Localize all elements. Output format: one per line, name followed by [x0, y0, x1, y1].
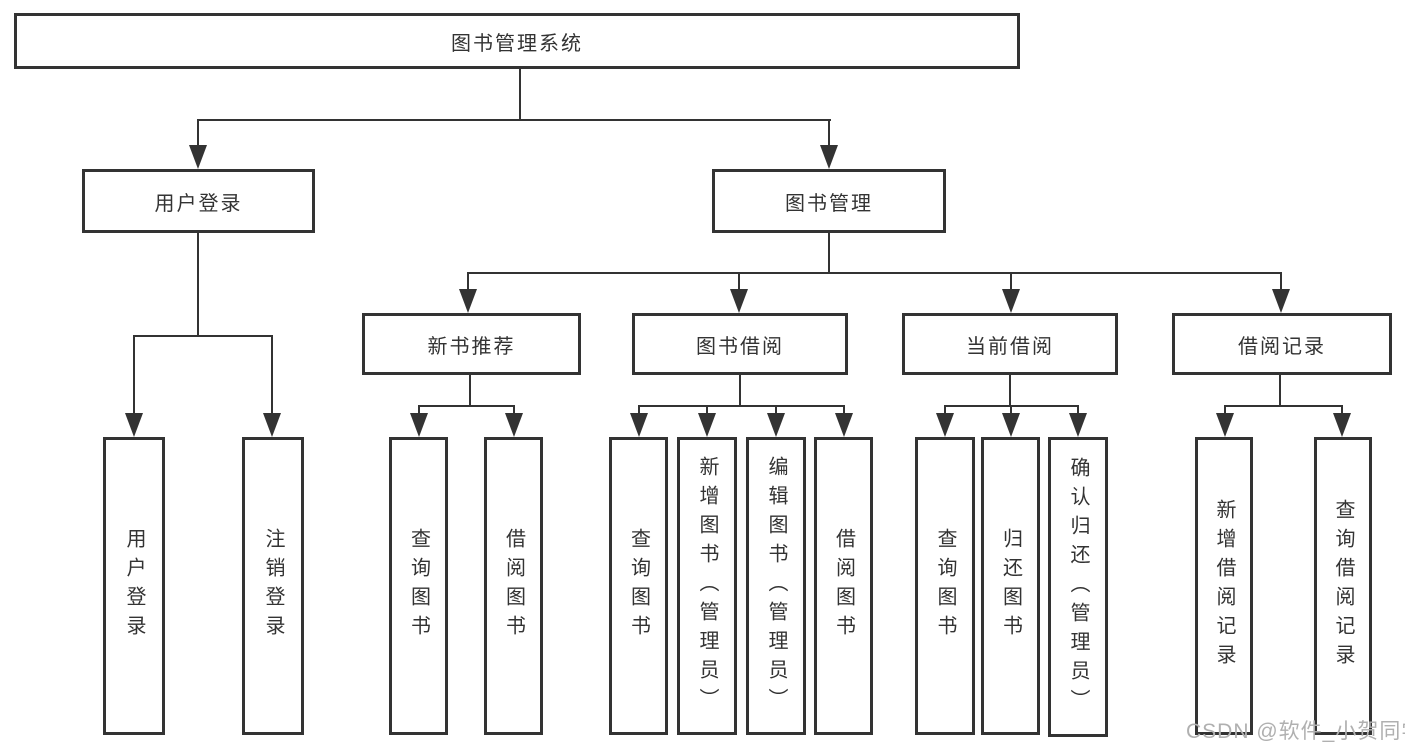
arrowhead-icon	[1069, 413, 1087, 437]
connector-current-borrow-stem	[1009, 375, 1011, 407]
arrowhead-icon	[1002, 413, 1020, 437]
arrowhead-icon	[1216, 413, 1234, 437]
connector-arrow-stem	[197, 119, 199, 147]
node-new-book-recommend: 新书推荐	[362, 313, 581, 375]
arrowhead-icon	[410, 413, 428, 437]
arrowhead-icon	[730, 289, 748, 313]
connector-arrow-stem	[1341, 405, 1343, 415]
node-current-borrowing: 当前借阅	[902, 313, 1118, 375]
connector-arrow-stem	[513, 405, 515, 415]
node-query-books-borrowing: 查询图书	[609, 437, 668, 735]
arrowhead-icon	[835, 413, 853, 437]
arrowhead-icon	[767, 413, 785, 437]
connector-arrow-stem	[1010, 272, 1012, 291]
node-user-login: 用户登录	[82, 169, 315, 233]
arrowhead-icon	[1002, 289, 1020, 313]
node-root: 图书管理系统	[14, 13, 1020, 69]
arrowhead-icon	[698, 413, 716, 437]
node-query-borrow-record: 查询借阅记录	[1314, 437, 1372, 735]
arrowhead-icon	[1333, 413, 1351, 437]
connector-records-stem	[1279, 375, 1281, 407]
connector-book-mgmt-stem	[828, 233, 830, 274]
node-add-borrow-record: 新增借阅记录	[1195, 437, 1253, 735]
connector-arrow-stem	[467, 272, 469, 291]
connector-arrow-stem	[738, 272, 740, 291]
connector-arrow-stem	[1010, 405, 1012, 415]
connector-arrow-stem	[1077, 405, 1079, 415]
connector-book-borrow-stem	[739, 375, 741, 407]
node-book-management: 图书管理	[712, 169, 946, 233]
node-book-borrowing: 图书借阅	[632, 313, 848, 375]
node-borrowing-records: 借阅记录	[1172, 313, 1392, 375]
connector-book-borrow-split	[638, 405, 845, 407]
arrowhead-icon	[459, 289, 477, 313]
arrowhead-icon	[505, 413, 523, 437]
connector-root-split	[197, 119, 831, 121]
node-borrow-books-recommend: 借阅图书	[484, 437, 543, 735]
node-query-books-recommend: 查询图书	[389, 437, 448, 735]
connector-new-book-split	[418, 405, 515, 407]
node-return-books: 归还图书	[981, 437, 1040, 735]
connector-arrow-stem	[1224, 405, 1226, 415]
connector-user-login-stem	[197, 233, 199, 337]
connector-arrow-stem	[828, 119, 830, 147]
connector-arrow-stem	[944, 405, 946, 415]
connector-arrow-stem	[775, 405, 777, 415]
arrowhead-icon	[263, 413, 281, 437]
node-user-login-leaf: 用户登录	[103, 437, 165, 735]
node-query-books-current: 查询图书	[915, 437, 975, 735]
arrowhead-icon	[1272, 289, 1290, 313]
connector-arrow-stem	[418, 405, 420, 415]
csdn-watermark: CSDN @软件_小贺同学	[1186, 720, 1405, 743]
arrowhead-icon	[820, 145, 838, 169]
connector-root-stem	[519, 69, 521, 121]
arrowhead-icon	[125, 413, 143, 437]
node-confirm-return-admin: 确认归还（管理员）	[1048, 437, 1108, 737]
arrowhead-icon	[936, 413, 954, 437]
node-edit-book-admin: 编辑图书（管理员）	[746, 437, 806, 735]
connector-arrow-stem	[843, 405, 845, 415]
node-logout: 注销登录	[242, 437, 304, 735]
node-add-book-admin: 新增图书（管理员）	[677, 437, 737, 735]
connector-arrow-stem	[1280, 272, 1282, 291]
connector-book-mgmt-split	[467, 272, 1282, 274]
node-borrow-books-leaf: 借阅图书	[814, 437, 873, 735]
connector-user-login-split	[133, 335, 273, 337]
connector-new-book-stem	[469, 375, 471, 407]
connector-arrow-stem	[638, 405, 640, 415]
connector-arrow-stem	[271, 335, 273, 415]
connector-records-split	[1224, 405, 1343, 407]
connector-arrow-stem	[133, 335, 135, 415]
arrowhead-icon	[630, 413, 648, 437]
connector-arrow-stem	[706, 405, 708, 415]
arrowhead-icon	[189, 145, 207, 169]
